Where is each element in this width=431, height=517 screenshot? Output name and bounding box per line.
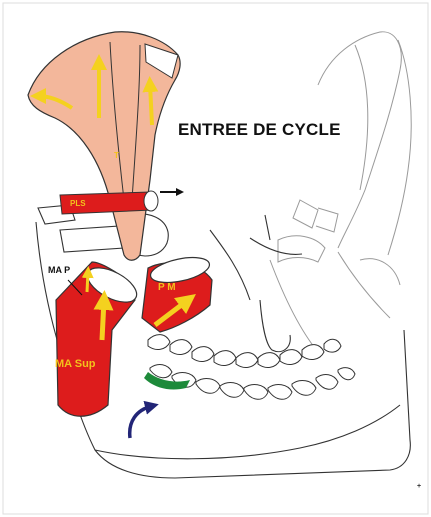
tooth — [220, 383, 244, 398]
tooth — [148, 335, 170, 350]
upper-teeth — [148, 335, 341, 368]
tooth — [244, 385, 268, 400]
maxilla-line — [210, 230, 250, 300]
label-ma-p: MA P — [48, 265, 70, 275]
tooth — [292, 381, 316, 396]
tooth — [170, 340, 192, 355]
tooth — [316, 375, 338, 390]
tooth — [302, 345, 324, 360]
corner-mark: + — [417, 483, 421, 490]
temporal-arrow-right — [150, 84, 152, 125]
rotation-arrow — [130, 406, 152, 438]
tooth — [236, 353, 258, 368]
ghost-joint — [278, 236, 325, 262]
ghost-condyle-block — [293, 200, 318, 228]
tooth — [280, 350, 302, 365]
tooth — [214, 351, 236, 366]
diagram-title: ENTREE DE CYCLE — [178, 120, 341, 140]
ghost-ramus-front — [270, 260, 318, 352]
label-pm: P M — [158, 282, 176, 293]
label-temporal: T — [114, 151, 119, 160]
orbit-line — [265, 215, 270, 240]
tooth — [258, 353, 280, 368]
label-pls: PLS — [70, 199, 86, 208]
tooth — [192, 347, 214, 362]
pls-muscle-end — [144, 191, 158, 211]
tooth — [196, 379, 220, 394]
tooth — [324, 339, 341, 352]
masseter-arrow — [102, 300, 104, 340]
map-arrow — [87, 272, 88, 292]
cheek-line — [250, 238, 302, 254]
tooth — [268, 385, 292, 400]
condyle-neck — [60, 226, 124, 252]
label-ma-sup: MA Sup — [55, 358, 96, 370]
ghost-temporal-inner — [355, 45, 368, 190]
ghost-mandible — [270, 32, 411, 352]
ghost-condyle-head — [316, 208, 338, 232]
ghost-angle — [360, 259, 400, 285]
nose-outline — [260, 300, 290, 352]
tooth — [338, 368, 355, 380]
